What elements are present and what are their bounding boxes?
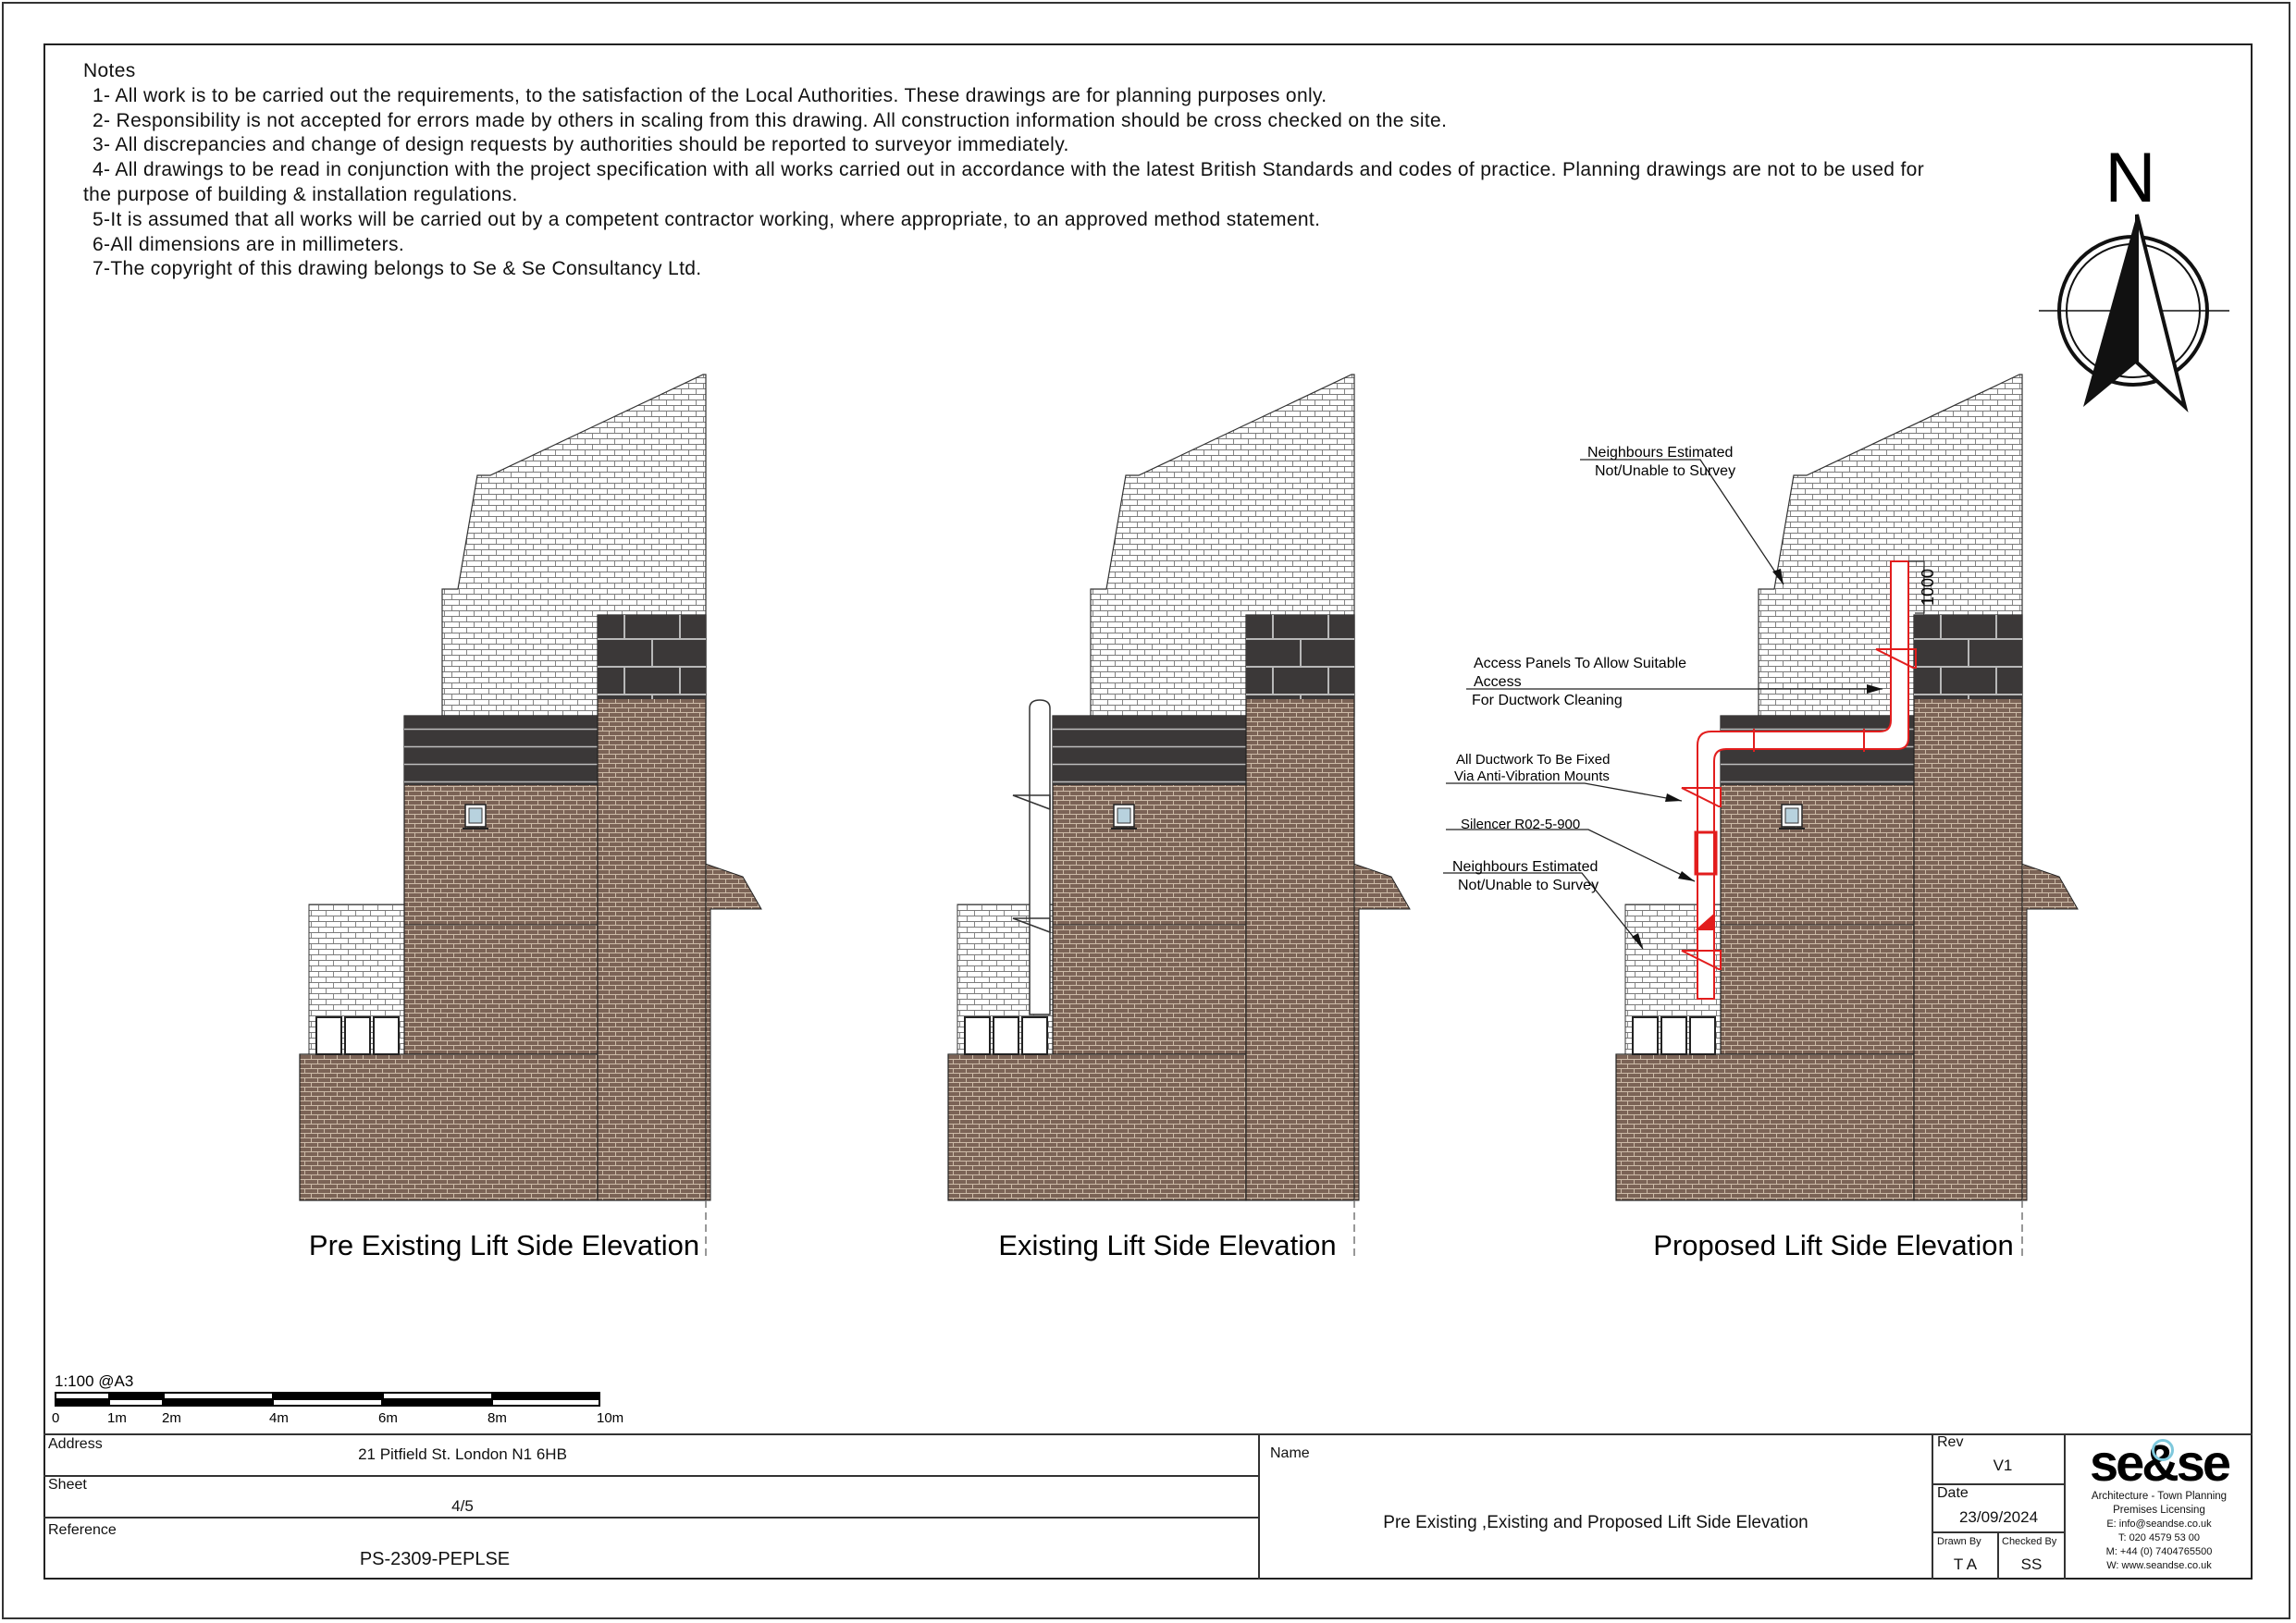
- note-6: 6-All dimensions are in millimeters.: [93, 233, 405, 255]
- note-3: 3- All discrepancies and change of desig…: [93, 134, 1069, 156]
- dimension-1000: 1000: [1908, 560, 1937, 614]
- scale-tick-2m: 2m: [162, 1410, 181, 1426]
- existing-elevation: Existing Lift Side Elevation: [947, 374, 1411, 1261]
- north-label: N: [2105, 139, 2156, 217]
- notes: Notes 1- All work is to be carried out t…: [83, 59, 2054, 282]
- address-label: Address: [48, 1436, 103, 1452]
- note-1: 1- All work is to be carried out the req…: [93, 84, 1327, 106]
- elevation-title-pre-existing: Pre Existing Lift Side Elevation: [309, 1229, 699, 1261]
- date-value: 23/09/2024: [1958, 1508, 2039, 1526]
- address-value: 21 Pitfield St. London N1 6HB: [358, 1445, 567, 1463]
- annotation-access-1: Access Panels To Allow Suitable: [1474, 656, 1686, 671]
- annotation-ductwork-2: Via Anti-Vibration Mounts: [1454, 768, 1610, 784]
- company-mobile: M: +44 (0) 7404765500: [2105, 1546, 2213, 1557]
- scale-tick-6m: 6m: [378, 1410, 398, 1426]
- note-4: 4- All drawings to be read in conjunctio…: [93, 159, 1925, 181]
- scale-bar: 1:100 @A3 0 1m 2m 4m 6m 8m 10m: [52, 1372, 623, 1426]
- annotation-silencer: Silencer R02-5-900: [1461, 817, 1580, 832]
- annotation-neighbours-bottom-1: Neighbours Estimated: [1452, 859, 1598, 875]
- scale-tick-1m: 1m: [107, 1410, 127, 1426]
- scale-tick-4m: 4m: [269, 1410, 289, 1426]
- note-7: 7-The copyright of this drawing belongs …: [93, 258, 702, 280]
- company-email: E: info@seandse.co.uk: [2106, 1518, 2212, 1530]
- dimension-label: 1000: [1919, 569, 1937, 606]
- elevation-title-existing: Existing Lift Side Elevation: [998, 1229, 1336, 1261]
- company-logo: se&se: [2067, 1436, 2252, 1490]
- company-phone: T: 020 4579 53 00: [2117, 1532, 2201, 1543]
- sheet-label: Sheet: [48, 1477, 87, 1493]
- notes-heading: Notes: [83, 60, 136, 81]
- company-tagline-2: Premises Licensing: [2113, 1505, 2205, 1516]
- annotation-access-3: For Ductwork Cleaning: [1472, 693, 1623, 708]
- note-5: 5-It is assumed that all works will be c…: [93, 208, 1321, 230]
- drawing-frame: [43, 43, 2253, 1580]
- elevation-title-proposed: Proposed Lift Side Elevation: [1653, 1229, 2013, 1261]
- proposed-elevation: 1000 Neighbours Estimated Not/Unable to …: [1443, 374, 2079, 1261]
- name-label: Name: [1270, 1445, 1310, 1461]
- scale-label: 1:100 @A3: [55, 1372, 133, 1390]
- drawn-by-value: T A: [1953, 1555, 1978, 1573]
- company-block: se&se Architecture - Town Planning Premi…: [2067, 1436, 2252, 1573]
- annotation-arrowheads: [1632, 569, 1882, 949]
- reference-value: PS-2309-PEPLSE: [359, 1549, 511, 1569]
- company-web: W: www.seandse.co.uk: [2106, 1560, 2212, 1571]
- checked-by-value: SS: [2020, 1555, 2043, 1573]
- annotation-leaders: [1443, 459, 1882, 950]
- pre-existing-elevation: Pre Existing Lift Side Elevation: [299, 374, 762, 1261]
- rev-value: V1: [1993, 1457, 2013, 1474]
- existing-duct: [1012, 699, 1051, 1015]
- annotation-access-2: Access: [1474, 674, 1522, 690]
- scale-tick-10m: 10m: [597, 1410, 623, 1426]
- drawing-name: Pre Existing ,Existing and Proposed Lift…: [1383, 1513, 1808, 1532]
- company-tagline-1: Architecture - Town Planning: [2091, 1491, 2228, 1502]
- sheet-value: 4/5: [451, 1497, 474, 1515]
- checked-by-label: Checked By: [2002, 1536, 2057, 1547]
- north-arrow-icon: N: [2039, 139, 2229, 413]
- annotation-neighbours-top-1: Neighbours Estimated: [1587, 445, 1733, 461]
- logo-mark-icon: [2152, 1439, 2174, 1461]
- note-2: 2- Responsibility is not accepted for er…: [93, 109, 1448, 131]
- scale-tick-0: 0: [52, 1410, 59, 1426]
- date-label: Date: [1937, 1485, 1969, 1501]
- annotation-neighbours-bottom-2: Not/Unable to Survey: [1458, 878, 1599, 893]
- annotation-ductwork-1: All Ductwork To Be Fixed: [1456, 752, 1610, 768]
- scale-tick-8m: 8m: [488, 1410, 507, 1426]
- reference-label: Reference: [48, 1522, 117, 1538]
- drawn-by-label: Drawn By: [1937, 1536, 1981, 1547]
- note-4-cont: the purpose of building & installation r…: [83, 183, 518, 205]
- rev-label: Rev: [1937, 1434, 1964, 1450]
- title-block-grid: [43, 1433, 2253, 1580]
- annotation-neighbours-top-2: Not/Unable to Survey: [1595, 463, 1735, 479]
